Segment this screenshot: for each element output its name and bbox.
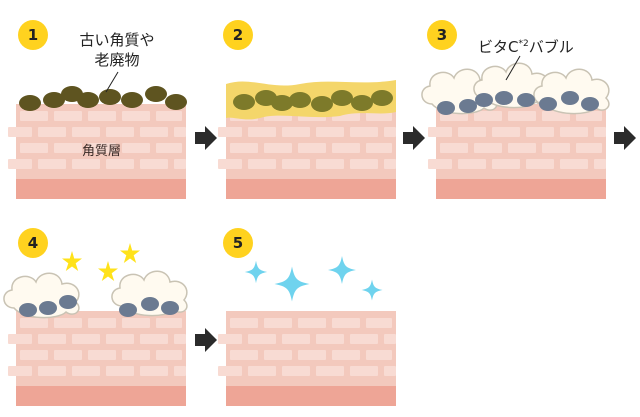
step-5-badge: 5 bbox=[223, 228, 253, 258]
step-1-badge: 1 bbox=[18, 20, 48, 50]
step-3-label-tail: バブル bbox=[528, 38, 574, 56]
right-arrow-icon bbox=[614, 126, 636, 150]
right-arrow-icon bbox=[195, 126, 217, 150]
step-2-badge: 2 bbox=[223, 20, 253, 50]
sparkle-icon bbox=[244, 256, 383, 302]
right-arrow-icon bbox=[195, 328, 217, 352]
skin-block bbox=[8, 311, 186, 406]
sebum-layer bbox=[226, 80, 396, 120]
step-4-badge: 4 bbox=[18, 228, 48, 258]
step-3-label: ビタC*2バブル bbox=[478, 34, 574, 57]
stratum-corneum-label: 角質層 bbox=[82, 144, 122, 159]
callout-line bbox=[505, 55, 521, 81]
step-5-panel bbox=[218, 256, 396, 406]
callout-line bbox=[105, 71, 119, 93]
step-3-panel bbox=[421, 55, 610, 199]
step-1-panel bbox=[8, 71, 187, 199]
step-1-label: 古い角質や 老廃物 bbox=[62, 30, 172, 70]
step-3-label-main: ビタC bbox=[478, 38, 519, 56]
step-3-footnote-mark: *2 bbox=[518, 39, 529, 49]
step-3-badge: 3 bbox=[427, 20, 457, 50]
right-arrow-icon bbox=[403, 126, 425, 150]
skin-block bbox=[218, 311, 396, 406]
step-4-panel bbox=[3, 243, 188, 406]
skin-block bbox=[428, 104, 606, 199]
step-1-label-line2: 老廃物 bbox=[94, 51, 140, 69]
step-2-panel bbox=[218, 80, 396, 199]
step-1-label-line1: 古い角質や bbox=[79, 31, 155, 49]
